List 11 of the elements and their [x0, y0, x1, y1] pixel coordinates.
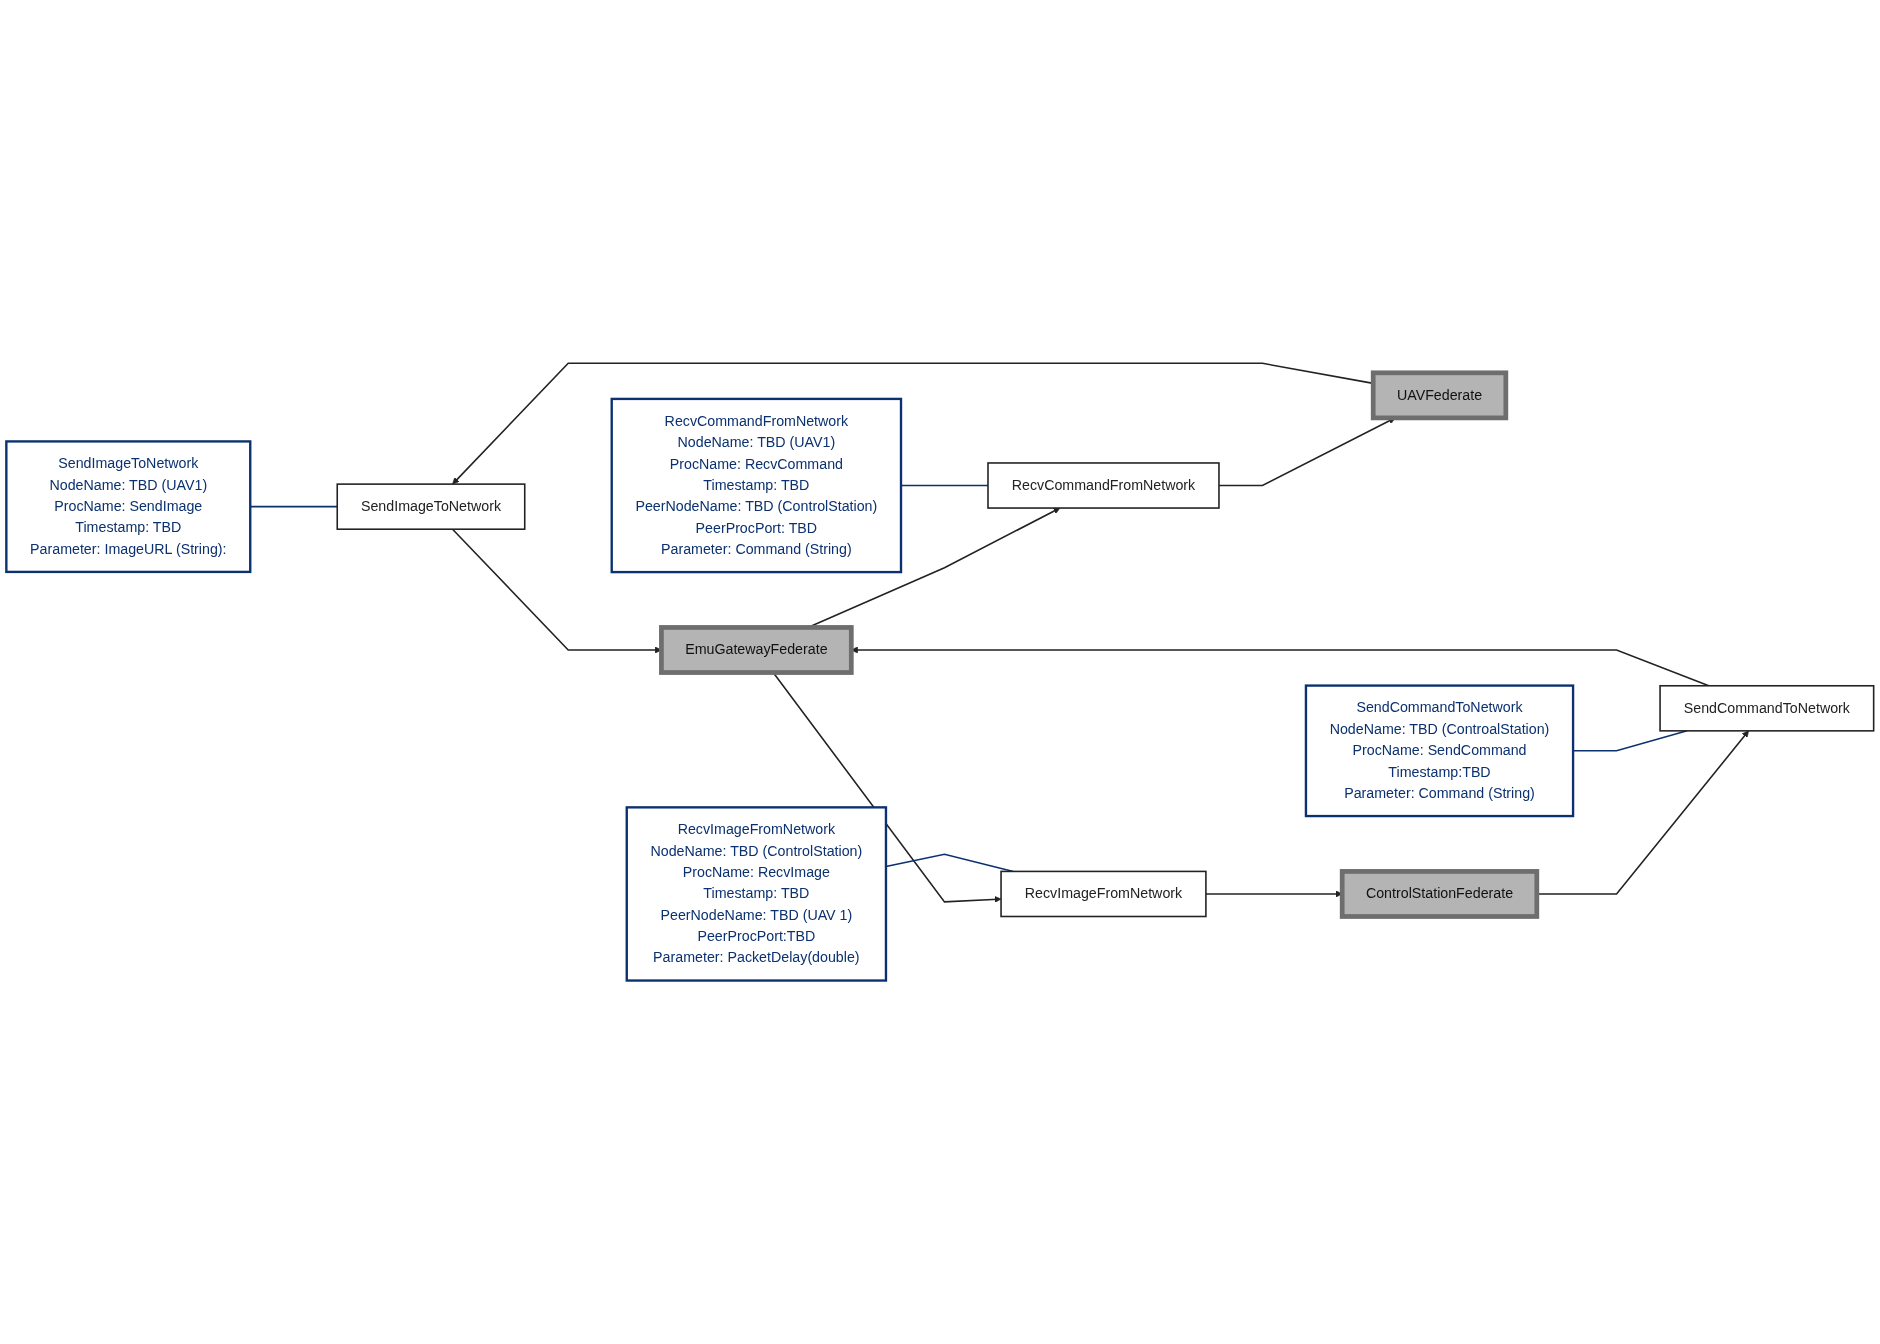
- node-box: RecvImageFromNetwork: [1000, 870, 1207, 918]
- node-box: SendImageToNetwork NodeName: TBD (UAV1) ProcName: SendImage Timestamp: TBD Parameter: ImageURL (String):: [5, 440, 252, 574]
- node-box: ControlStationFederate: [1339, 869, 1540, 919]
- node-box: SendCommandToNetwork: [1659, 685, 1875, 732]
- node-box: RecvImageFromNetwork NodeName: TBD (ControlStation) ProcName: RecvImage Timestamp: TBD PeerNodeName: TBD (UAV 1) PeerProcPort:TBD Parameter: PacketDelay(double): [625, 806, 888, 982]
- node-box: EmuGatewayFederate: [659, 625, 854, 675]
- node-box: SendCommandToNetwork NodeName: TBD (ControalStation) ProcName: SendCommand Timestamp:TBD Parameter: Command (String): [1304, 684, 1575, 818]
- node-box: RecvCommandFromNetwork: [987, 462, 1220, 509]
- node-box: SendImageToNetwork: [336, 483, 526, 531]
- node-box: UAVFederate: [1370, 370, 1509, 421]
- node-box: RecvCommandFromNetwork NodeName: TBD (UAV1) ProcName: RecvCommand Timestamp: TBD PeerNodeName: TBD (ControlStation) PeerProcPort: TBD Parameter: Command (String): [610, 397, 903, 574]
